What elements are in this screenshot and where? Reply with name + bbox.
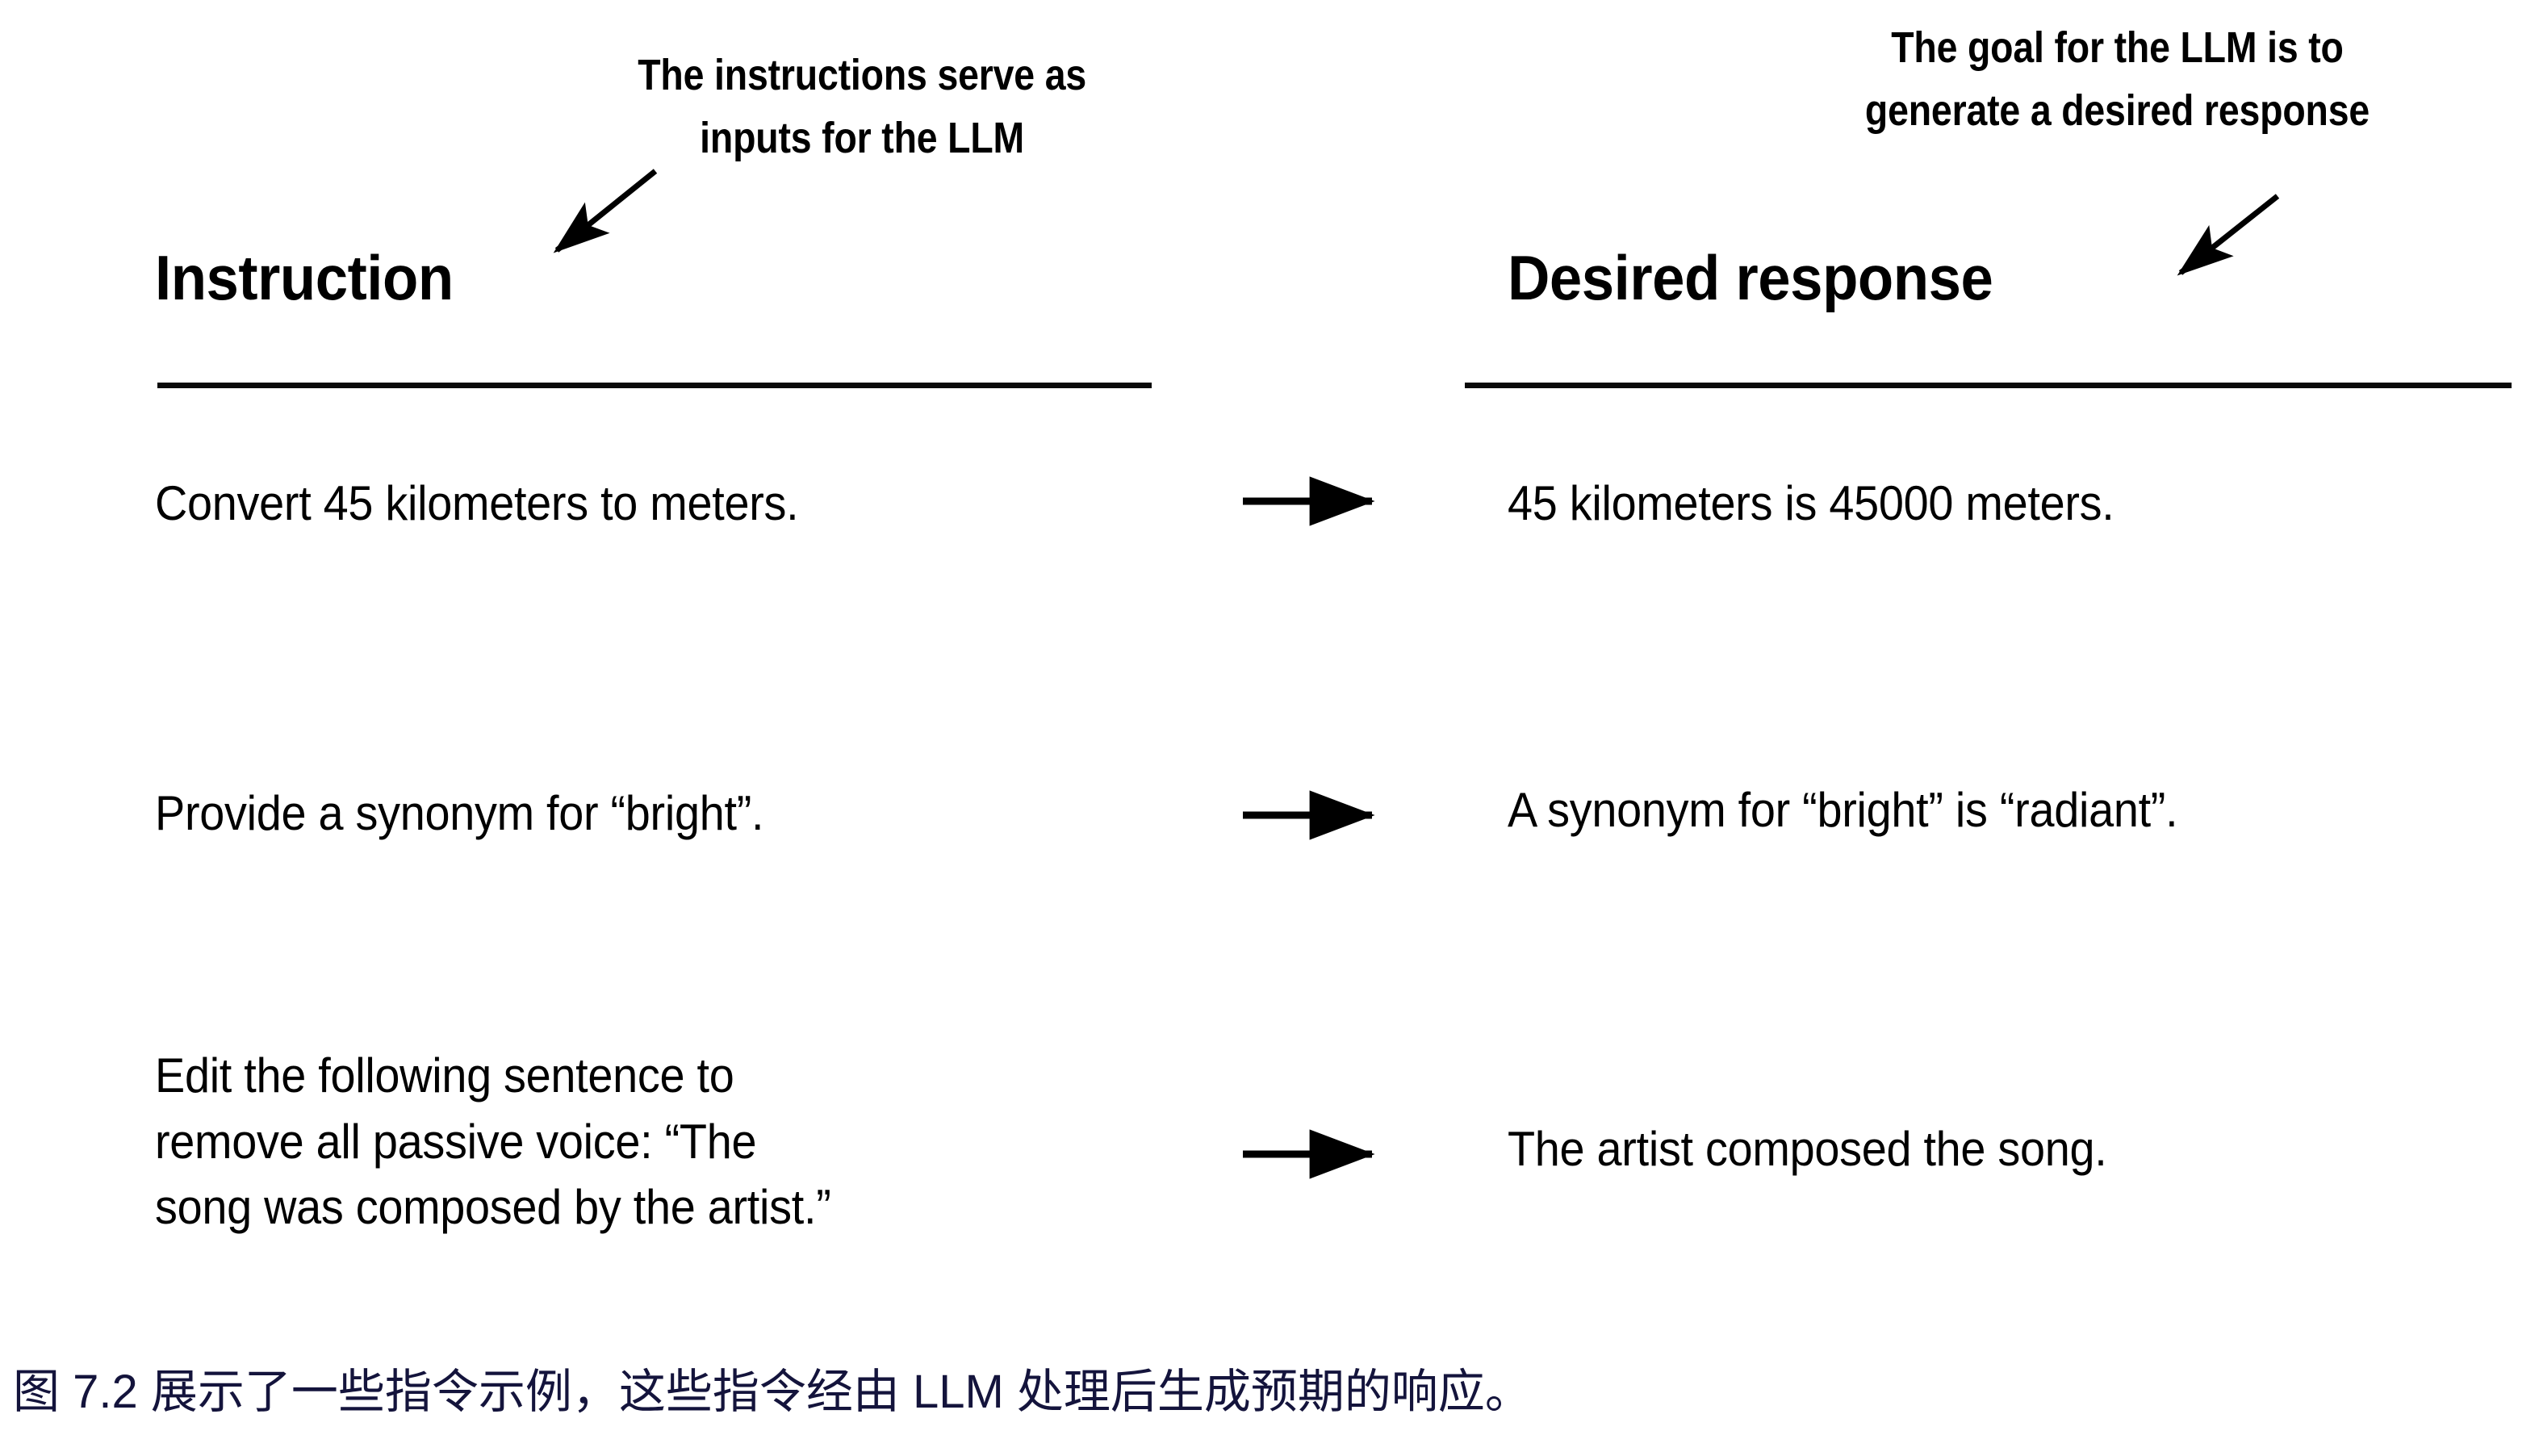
column-header-desired-response: Desired response [1508, 242, 1993, 313]
table-row: 45 kilometers is 45000 meters. [1508, 471, 2483, 537]
figure-caption: 图 7.2 展示了一些指令示例，这些指令经由 LLM 处理后生成预期的响应。 [13, 1366, 1532, 1418]
header-rule-right [1465, 383, 2512, 388]
instruction-line: Provide a synonym for “bright”. [155, 786, 764, 840]
right-annotation: The goal for the LLM is to generate a de… [1865, 23, 2370, 136]
header-rule-left [157, 383, 1152, 388]
response-line: 45 kilometers is 45000 meters. [1508, 476, 2114, 530]
left-annotation-line-1: The instructions serve as [638, 51, 1087, 99]
response-line: A synonym for “bright” is “radiant”. [1508, 783, 2178, 837]
instruction-line: song was composed by the artist.” [155, 1180, 831, 1235]
left-annotation-line-2: inputs for the LLM [700, 113, 1025, 162]
arrow-down-left-icon [2177, 194, 2280, 276]
table-row: A synonym for “bright” is “radiant”. [1508, 777, 2483, 843]
column-header-instruction: Instruction [155, 242, 454, 313]
arrow-down-left-icon [553, 169, 658, 253]
table-row: Provide a synonym for “bright”. [155, 780, 1206, 847]
instruction-line: Convert 45 kilometers to meters. [155, 476, 799, 530]
right-annotation-line-2: generate a desired response [1864, 86, 2370, 135]
table-row: Convert 45 kilometers to meters. [155, 471, 1206, 537]
instruction-line: Edit the following sentence to [155, 1048, 734, 1102]
table-row: Edit the following sentence to remove al… [155, 1043, 1206, 1241]
instruction-line: remove all passive voice: “The [155, 1114, 757, 1169]
response-line: The artist composed the song. [1508, 1122, 2107, 1176]
table-row: The artist composed the song. [1508, 1116, 2483, 1182]
left-annotation: The instructions serve as inputs for the… [638, 50, 1086, 164]
right-annotation-line-1: The goal for the LLM is to [1891, 23, 2344, 72]
